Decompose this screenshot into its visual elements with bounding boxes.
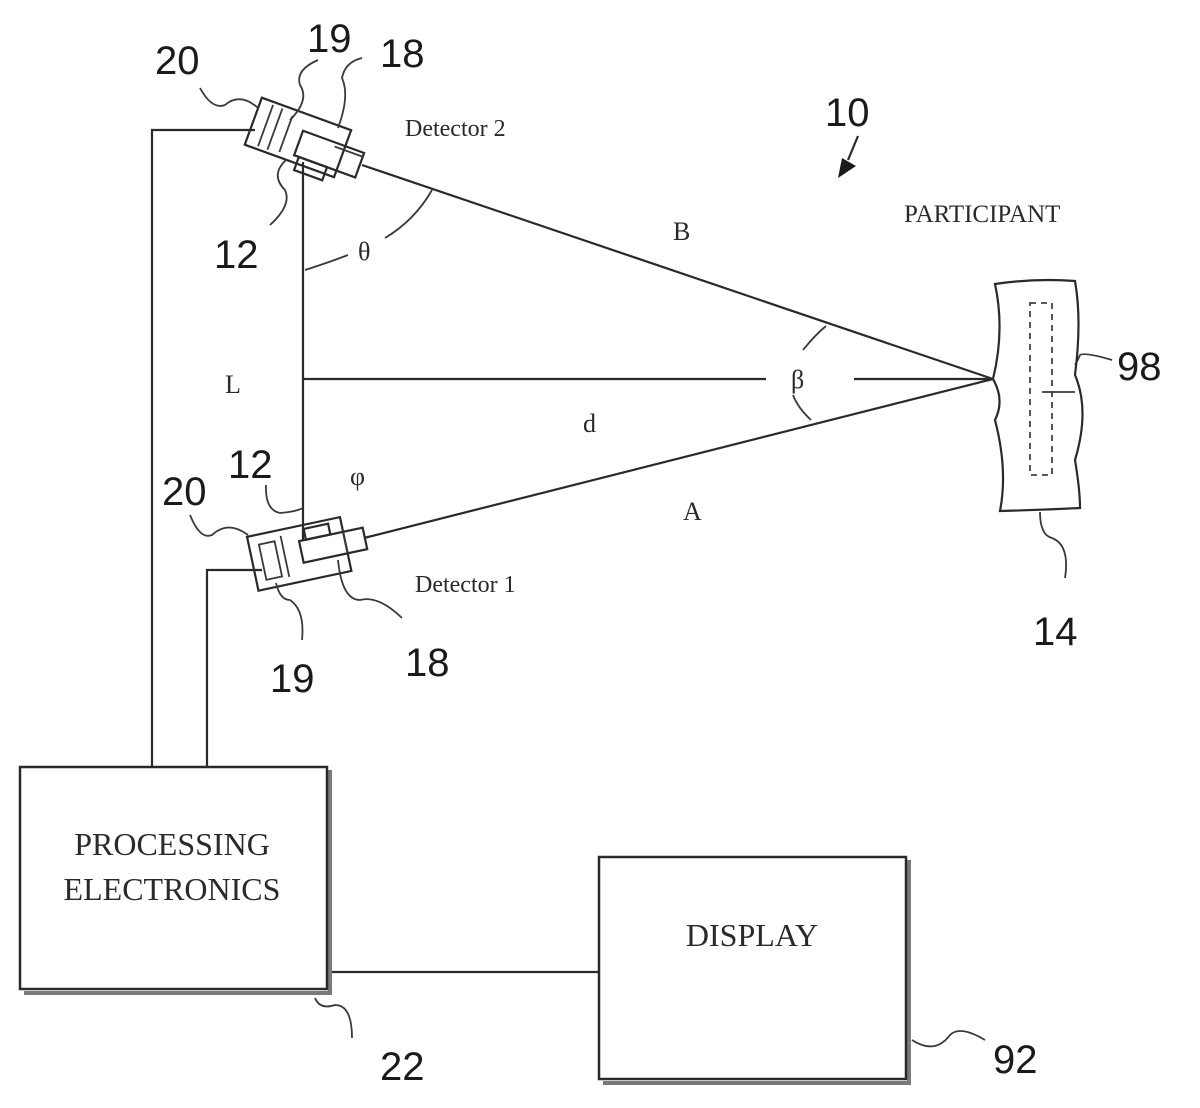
ray-B-line bbox=[362, 165, 993, 379]
system-10-arrowhead bbox=[838, 158, 856, 178]
ref-12-bottom: 12 bbox=[228, 443, 273, 487]
leader-92 bbox=[912, 1031, 985, 1046]
leader-19-top bbox=[290, 60, 318, 120]
ray-B-label: B bbox=[673, 217, 690, 246]
theta-arc-upper bbox=[385, 190, 432, 238]
theta-label: θ bbox=[358, 237, 370, 266]
wire-to-detector-1 bbox=[207, 570, 262, 768]
phi-label: φ bbox=[350, 462, 365, 491]
ray-A-label: A bbox=[683, 497, 702, 526]
ref-92: 92 bbox=[993, 1038, 1038, 1082]
distance-d-label: d bbox=[583, 409, 596, 438]
display-box-label: DISPLAY bbox=[686, 917, 818, 953]
detector-2-label: Detector 2 bbox=[405, 116, 506, 142]
ref-18-top: 18 bbox=[380, 32, 425, 76]
beta-label: β bbox=[791, 365, 804, 394]
ref-19-top: 19 bbox=[307, 17, 352, 61]
leader-18-bottom bbox=[338, 560, 402, 618]
leader-20-top bbox=[200, 88, 258, 108]
detector-1-label: Detector 1 bbox=[415, 572, 516, 598]
baseline-L-label: L bbox=[225, 370, 241, 399]
detector-1 bbox=[247, 513, 371, 591]
leader-19-bottom bbox=[276, 583, 303, 640]
ref-18-bottom: 18 bbox=[405, 641, 450, 685]
ref-19-bottom: 19 bbox=[270, 657, 315, 701]
ref-20-bottom: 20 bbox=[162, 470, 207, 514]
leader-98 bbox=[1075, 354, 1112, 365]
leader-12-bottom bbox=[266, 485, 303, 513]
system-10-arrow-shaft bbox=[848, 136, 858, 160]
ref-22: 22 bbox=[380, 1045, 425, 1089]
display-box bbox=[599, 857, 909, 1083]
leader-18-top bbox=[338, 58, 362, 128]
participant-label: PARTICIPANT bbox=[904, 201, 1060, 228]
ray-A-line bbox=[364, 379, 993, 538]
theta-arc-lower bbox=[305, 255, 348, 270]
ref-14: 14 bbox=[1033, 610, 1078, 654]
leader-22 bbox=[315, 998, 352, 1038]
processing-box-line1: PROCESSING bbox=[74, 826, 270, 862]
participant bbox=[993, 280, 1083, 511]
system-ref-10: 10 bbox=[825, 91, 870, 135]
leader-20-bottom bbox=[190, 515, 248, 536]
beta-arc-upper bbox=[803, 326, 826, 350]
ref-20-top: 20 bbox=[155, 39, 200, 83]
beta-arc-lower bbox=[793, 395, 811, 420]
target-region-98 bbox=[1030, 303, 1052, 475]
leader-14 bbox=[1040, 512, 1066, 578]
processing-box-line2: ELECTRONICS bbox=[64, 871, 281, 907]
detector-2 bbox=[242, 98, 370, 191]
ref-98: 98 bbox=[1117, 345, 1162, 389]
leader-12-top bbox=[270, 160, 287, 225]
ref-12-top: 12 bbox=[214, 233, 259, 277]
